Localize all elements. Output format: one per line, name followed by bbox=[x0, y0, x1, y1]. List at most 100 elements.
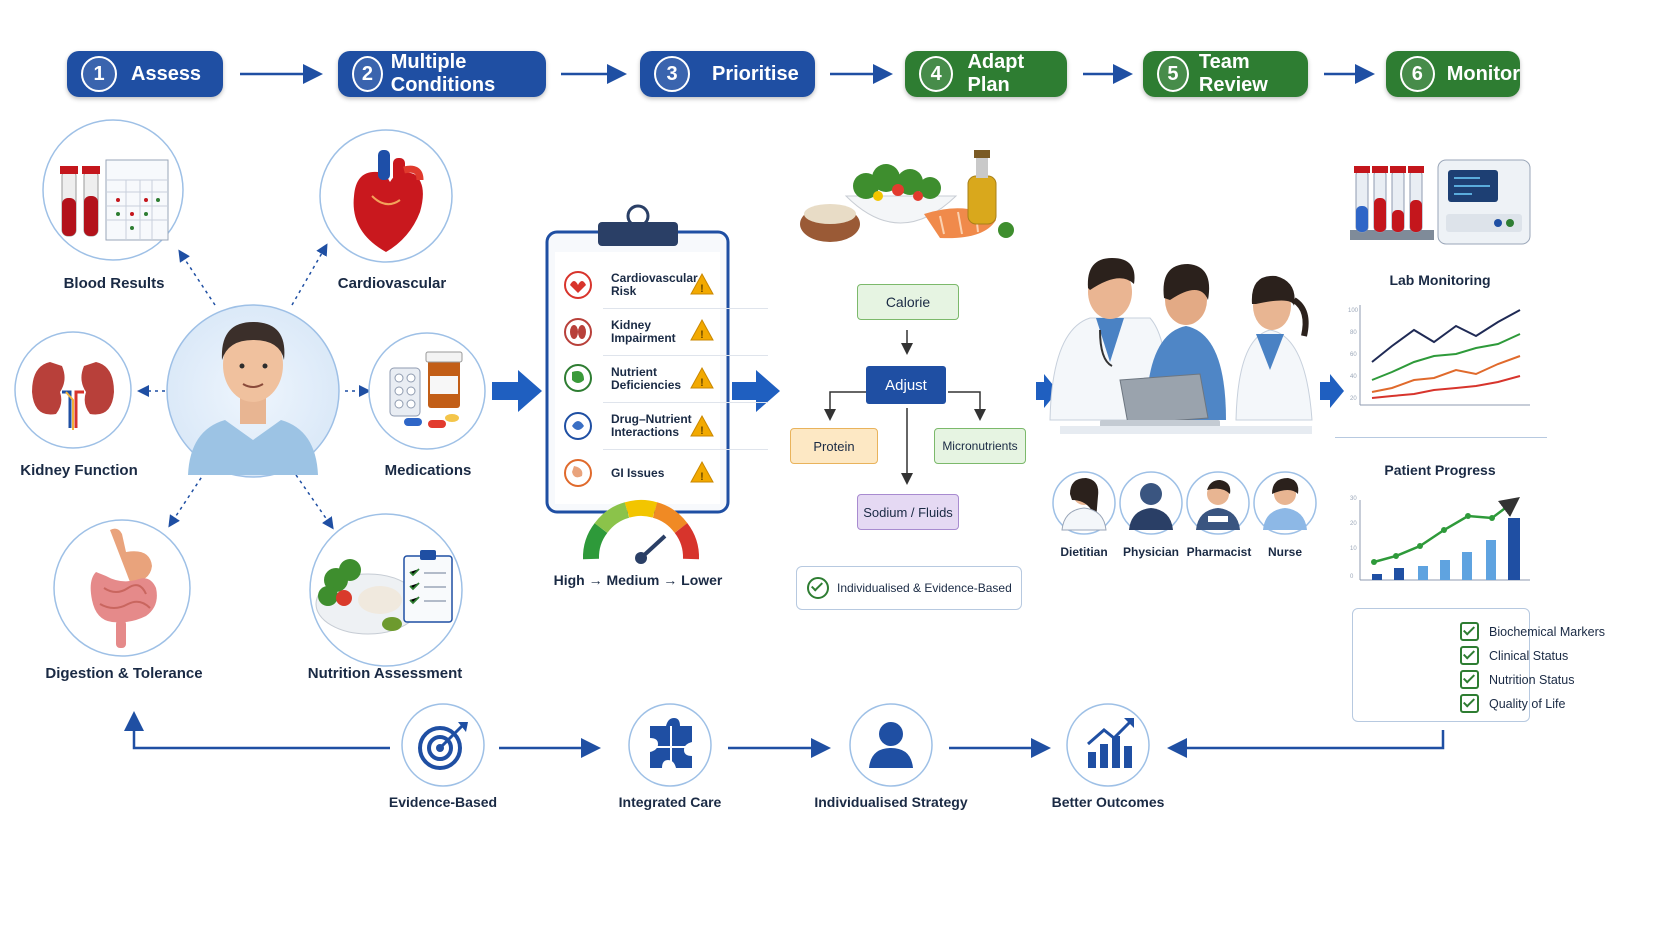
priority-row-kidney: Kidney Impairment bbox=[603, 309, 768, 356]
team-avatars bbox=[1052, 471, 1317, 535]
label-individualised-strategy: Individualised Strategy bbox=[814, 794, 968, 810]
monitor-divider bbox=[1335, 437, 1547, 438]
label-cardiovascular: Cardiovascular bbox=[337, 275, 447, 292]
step-2-multiple-conditions[interactable]: 2 Multiple Conditions bbox=[338, 51, 546, 97]
heart-icon bbox=[353, 150, 424, 252]
kidney-icon bbox=[32, 362, 114, 430]
evidence-label: Individualised & Evidence-Based bbox=[837, 581, 1012, 595]
plan-connectors bbox=[824, 330, 986, 485]
outcome-icons bbox=[401, 703, 1150, 787]
step-6-monitor[interactable]: 6 Monitor bbox=[1386, 51, 1520, 97]
kidney-circle bbox=[14, 331, 132, 449]
monitor-checklist bbox=[1352, 608, 1530, 722]
priority-clipboard: !!!!! bbox=[545, 204, 730, 514]
blood-tubes-icon bbox=[60, 159, 169, 241]
priority-scale: High → Medium → Lower bbox=[548, 572, 728, 588]
sodium-fluids-box: Sodium / Fluids bbox=[857, 494, 959, 530]
svg-text:10: 10 bbox=[1350, 546, 1357, 552]
evidence-badge: Individualised & Evidence-Based bbox=[796, 566, 1022, 610]
priority-label: Nutrient Deficiencies bbox=[611, 365, 682, 392]
svg-text:20: 20 bbox=[1350, 396, 1357, 402]
step-label: Prioritise bbox=[712, 62, 799, 85]
scale-arrow-icon: → bbox=[588, 572, 603, 588]
step-label: Assess bbox=[131, 62, 202, 85]
check-label: Biochemical Markers bbox=[1489, 624, 1606, 639]
label-physician: Physician bbox=[1122, 545, 1180, 559]
priority-label: Kidney Impairment bbox=[611, 318, 676, 345]
label-pharmacist: Pharmacist bbox=[1186, 545, 1252, 559]
step-label: Multiple Conditions bbox=[390, 51, 496, 96]
step-number: 6 bbox=[1400, 56, 1435, 92]
flow-arrows bbox=[492, 370, 1344, 412]
label-better-outcomes: Better Outcomes bbox=[1051, 794, 1165, 810]
food-plate-clipboard-icon bbox=[315, 550, 453, 635]
target-icon bbox=[418, 726, 462, 770]
svg-text:60: 60 bbox=[1350, 352, 1357, 358]
label-nutrition-assessment: Nutrition Assessment bbox=[307, 665, 463, 682]
patient-progress-chart: 30 20 10 0 bbox=[1350, 496, 1530, 581]
priority-label: Drug–Nutrient Interactions bbox=[611, 412, 692, 439]
checkbox-icon bbox=[1460, 622, 1479, 641]
priority-icons bbox=[564, 271, 592, 487]
check-label: Quality of Life bbox=[1489, 696, 1566, 711]
label-medications: Medications bbox=[384, 462, 472, 479]
step-3-prioritise[interactable]: 3 Prioritise bbox=[640, 51, 815, 97]
micronutrients-box: Micronutrients bbox=[934, 428, 1026, 464]
scale-arrow-icon: → bbox=[663, 572, 678, 588]
step-label: Adapt Plan bbox=[967, 51, 1025, 96]
check-circle-icon bbox=[807, 577, 829, 599]
outcome-connectors bbox=[124, 711, 1445, 758]
priority-row-cardiovascular: Cardiovascular Risk bbox=[603, 262, 768, 309]
check-clinical: Clinical Status bbox=[1460, 646, 1568, 665]
label-kidney-function: Kidney Function bbox=[20, 462, 138, 479]
label-patient-progress: Patient Progress bbox=[1384, 462, 1496, 478]
svg-text:0: 0 bbox=[1350, 574, 1354, 580]
svg-text:40: 40 bbox=[1350, 374, 1357, 380]
priority-gauge bbox=[583, 499, 699, 560]
patient-icon bbox=[188, 322, 318, 475]
growth-chart-icon bbox=[1088, 736, 1132, 768]
clinical-team-illustration bbox=[1049, 258, 1313, 434]
priority-label: Cardiovascular Risk bbox=[611, 271, 698, 298]
digestive-system-icon bbox=[90, 528, 157, 648]
scale-high: High bbox=[553, 572, 585, 588]
warning-icons bbox=[690, 272, 714, 483]
lab-equipment-illustration bbox=[1350, 159, 1531, 245]
svg-text:80: 80 bbox=[1350, 330, 1357, 336]
step-number: 1 bbox=[81, 56, 117, 92]
step-5-team-review[interactable]: 5 Team Review bbox=[1143, 51, 1308, 97]
check-label: Clinical Status bbox=[1489, 648, 1569, 663]
step-label: Monitor bbox=[1446, 62, 1520, 85]
scale-lower: Lower bbox=[681, 572, 723, 588]
adjust-box: Adjust bbox=[866, 366, 946, 404]
label-nurse: Nurse bbox=[1267, 545, 1302, 559]
priority-row-nutrient: Nutrient Deficiencies bbox=[603, 356, 768, 403]
svg-text:!: ! bbox=[700, 377, 704, 389]
checkbox-icon bbox=[1460, 694, 1479, 713]
svg-text:30: 30 bbox=[1350, 496, 1357, 502]
person-icon bbox=[869, 722, 913, 768]
meal-illustration bbox=[800, 150, 1014, 242]
calorie-box: Calorie bbox=[857, 284, 959, 320]
scale-medium: Medium bbox=[606, 572, 660, 588]
label-blood-results: Blood Results bbox=[63, 275, 165, 292]
svg-text:20: 20 bbox=[1350, 521, 1357, 527]
step-label: Team Review bbox=[1198, 51, 1268, 96]
check-quality: Quality of Life bbox=[1460, 694, 1565, 713]
svg-text:!: ! bbox=[700, 425, 704, 437]
checkbox-icon bbox=[1460, 670, 1479, 689]
check-nutrition: Nutrition Status bbox=[1460, 670, 1574, 689]
label-evidence-based: Evidence-Based bbox=[388, 794, 498, 810]
step-1-assess[interactable]: 1 Assess bbox=[67, 51, 223, 97]
step-number: 4 bbox=[919, 56, 954, 92]
assess-cluster bbox=[14, 119, 486, 667]
step-4-adapt-plan[interactable]: 4 Adapt Plan bbox=[905, 51, 1067, 97]
medications-icon bbox=[389, 351, 463, 428]
medications-circle bbox=[368, 332, 486, 450]
priority-label: GI Issues bbox=[611, 465, 665, 480]
svg-text:!: ! bbox=[700, 283, 704, 295]
svg-text:!: ! bbox=[700, 471, 704, 483]
priority-row-drug-nutrient: Drug–Nutrient Interactions bbox=[603, 403, 768, 450]
label-digestion-tolerance: Digestion & Tolerance bbox=[45, 665, 203, 682]
